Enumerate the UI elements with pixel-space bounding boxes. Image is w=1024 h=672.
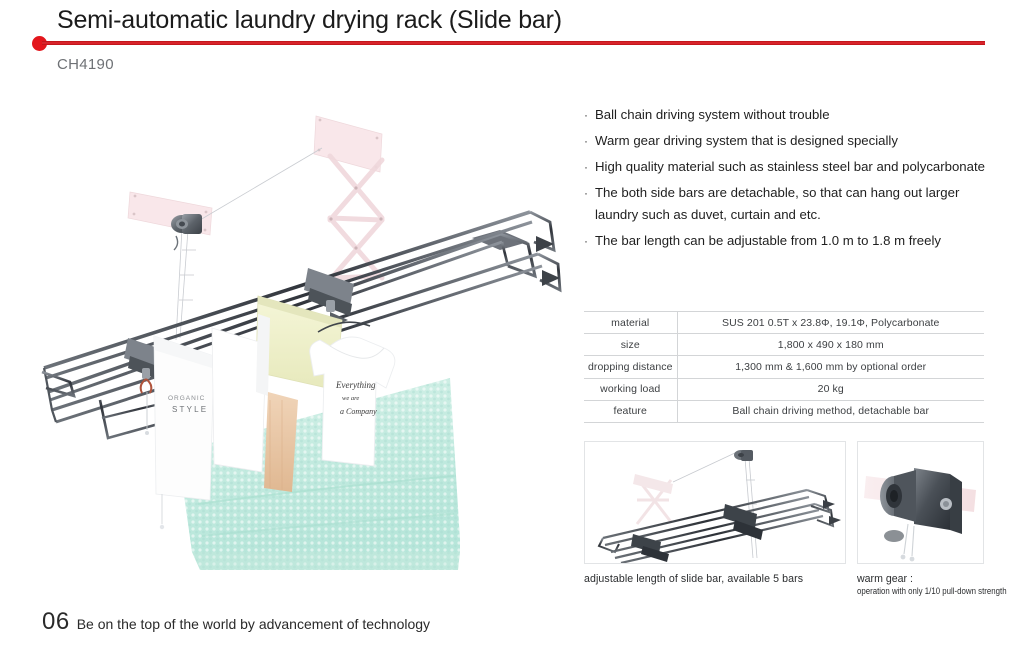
page-number: 06 — [42, 608, 70, 635]
laundry-shirt-left: ORGANIC STYLE — [153, 335, 215, 530]
shirt-left-text-line2: STYLE — [172, 405, 208, 414]
slide-bar-detail-image — [584, 441, 846, 564]
scissor-pivot-dots — [329, 186, 383, 250]
gear-motor-unit — [171, 214, 202, 251]
feature-text: Warm gear driving system that is designe… — [595, 133, 898, 148]
shirt-left-text-line1: ORGANIC — [168, 395, 205, 402]
warm-gear-caption: warm gear : operation with only 1/10 pul… — [857, 573, 1024, 597]
ceiling-bracket-right — [313, 115, 383, 173]
feature-text-line2: laundry such as duvet, curtain and etc. — [595, 207, 821, 222]
warm-gear-caption-line1: warm gear : — [857, 573, 913, 585]
bullet-icon: · — [584, 234, 588, 248]
spec-key: material — [584, 311, 678, 335]
tshirt-script-text: Everything we are a Company — [335, 380, 377, 416]
warm-gear-caption-line2: operation with only 1/10 pull-down stren… — [857, 586, 1007, 597]
model-number: CH4190 — [57, 56, 114, 73]
header-divider — [32, 34, 985, 52]
svg-text:Everything: Everything — [335, 380, 376, 390]
product-hero-image: ORGANIC STYLE — [30, 100, 570, 580]
feature-text: High quality material such as stainless … — [595, 159, 985, 174]
clothes-hanger — [317, 321, 371, 333]
rack-left-endcaps — [41, 367, 76, 423]
svg-text:a Company: a Company — [340, 407, 377, 416]
header-dot-icon — [32, 36, 47, 51]
table-row: feature Ball chain driving method, detac… — [584, 400, 984, 423]
table-row: dropping distance 1,300 mm & 1,600 mm by… — [584, 355, 984, 379]
feature-list: · Ball chain driving system without trou… — [583, 104, 1003, 256]
spec-key: feature — [584, 400, 678, 423]
spec-value: 20 kg — [677, 378, 984, 401]
feature-item: · Warm gear driving system that is desig… — [583, 130, 1003, 152]
spec-value: 1,300 mm & 1,600 mm by optional order — [677, 355, 984, 379]
feature-text: The bar length can be adjustable from 1.… — [595, 233, 941, 248]
spec-value: 1,800 x 490 x 180 mm — [677, 333, 984, 357]
feature-item: · Ball chain driving system without trou… — [583, 104, 1003, 126]
bullet-icon: · — [584, 186, 588, 200]
carriage-block — [631, 534, 669, 562]
spec-key: dropping distance — [584, 355, 678, 379]
feature-text: Ball chain driving system without troubl… — [595, 107, 830, 122]
spec-key: size — [584, 333, 678, 357]
bullet-icon: · — [584, 108, 588, 122]
feature-item: · The bar length can be adjustable from … — [583, 230, 1003, 252]
feature-item: · High quality material such as stainles… — [583, 156, 1003, 178]
table-row: material SUS 201 0.5T x 23.8Φ, 19.1Φ, Po… — [584, 311, 984, 335]
feature-text-line1: The both side bars are detachable, so th… — [595, 185, 960, 200]
bullet-icon: · — [584, 160, 588, 174]
table-row: size 1,800 x 490 x 180 mm — [584, 333, 984, 357]
laundry-cloth-white — [211, 314, 270, 473]
feature-item: · The both side bars are detachable, so … — [583, 182, 1003, 226]
laundry-blanket — [178, 378, 460, 570]
specification-table: material SUS 201 0.5T x 23.8Φ, 19.1Φ, Po… — [584, 311, 984, 423]
slide-bar-caption: adjustable length of slide bar, availabl… — [584, 573, 804, 585]
carriage-block — [723, 504, 763, 540]
slide-carriage-right — [304, 268, 354, 328]
spec-value: Ball chain driving method, detachable ba… — [677, 400, 984, 423]
rack-right-endcaps — [529, 210, 562, 293]
warm-gear-detail-image — [857, 441, 984, 564]
support-cables — [175, 147, 323, 341]
feature-text: The both side bars are detachable, so th… — [595, 182, 959, 226]
svg-text:we are: we are — [342, 395, 359, 402]
page-title: Semi-automatic laundry drying rack (Slid… — [57, 6, 562, 34]
laundry-cloth-beige — [264, 392, 298, 492]
table-row: working load 20 kg — [584, 378, 984, 401]
spec-key: working load — [584, 378, 678, 401]
bullet-icon: · — [584, 134, 588, 148]
spec-value: SUS 201 0.5T x 23.8Φ, 19.1Φ, Polycarbona… — [677, 311, 984, 335]
laundry-tshirt: Everything we are a Company — [309, 336, 396, 467]
footer-tagline: Be on the top of the world by advancemen… — [76, 616, 431, 632]
page-footer: 06 Be on the top of the world by advance… — [42, 608, 430, 636]
header-rule — [42, 41, 985, 45]
